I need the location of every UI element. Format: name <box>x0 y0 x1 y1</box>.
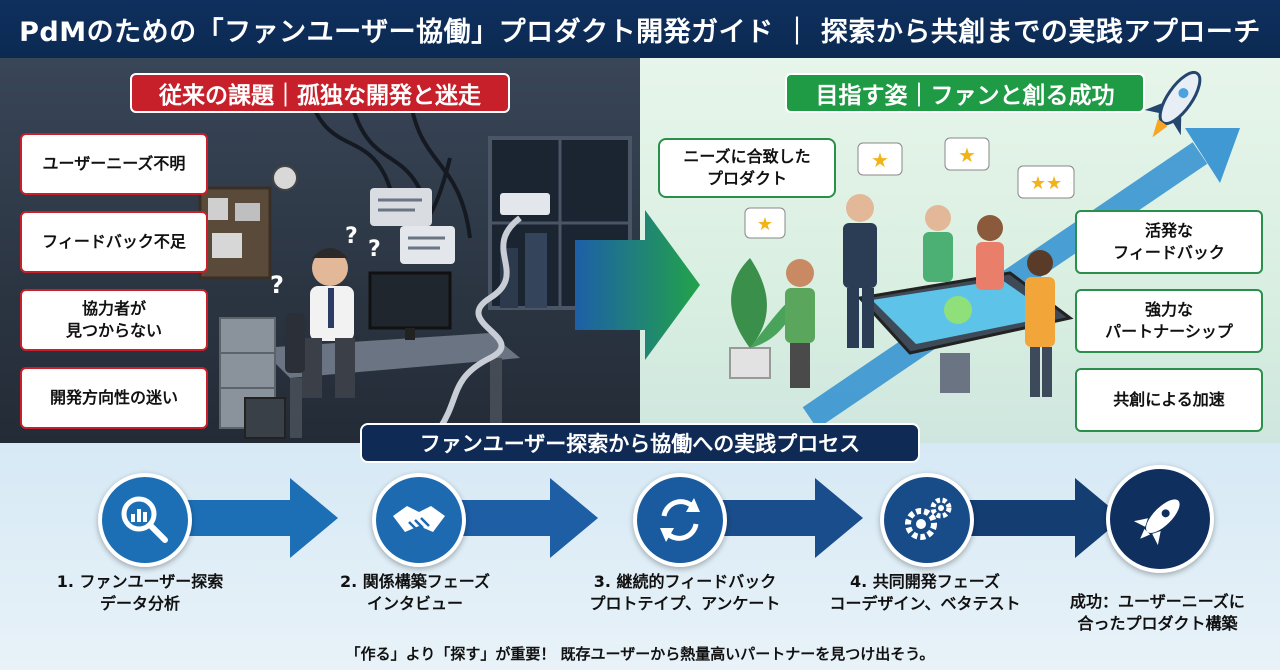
step-1-label: 1. ファンユーザー探索 データ分析 <box>30 571 250 614</box>
needs-matched-product-box: ニーズに合致した プロダクト <box>658 138 836 198</box>
issue-unknown-needs: ユーザーニーズ不明 <box>20 133 208 195</box>
step-title: 4. 共同開発フェーズ <box>850 572 1000 591</box>
goal-active-feedback: 活発な フィードバック <box>1075 210 1263 274</box>
transition-arrow <box>575 210 700 360</box>
gears-icon <box>905 497 952 540</box>
flow-arrow <box>180 478 338 558</box>
step-2-circle <box>372 473 466 567</box>
step-subtitle: プロトテイプ、アンケート <box>589 593 781 613</box>
issue-no-collaborators: 協力者が 見つからない <box>20 289 208 351</box>
header-bar: PdMのための「ファンユーザー協働」プロダクト開発ガイド ｜ 探索から共創までの… <box>0 0 1280 58</box>
step-4-label: 4. 共同開発フェーズ コーデザイン、ベタテスト <box>815 571 1035 614</box>
right-panel-title: 目指す姿｜ファンと創る成功 <box>785 73 1145 113</box>
step-1-circle <box>98 473 192 567</box>
svg-text:?: ? <box>368 237 381 262</box>
left-panel-title: 従来の課題｜孤独な開発と迷走 <box>130 73 510 113</box>
lonely-developer-illustration: ? ? ? <box>198 98 632 439</box>
step-subtitle: データ分析 <box>99 593 180 613</box>
goal-strong-partnership: 強力な パートナーシップ <box>1075 289 1263 353</box>
right-panel-goals: ★ ★ ★ ★★ 目指す姿｜ファンと創る成功 ニーズに合致した プロダクト 活発… <box>640 58 1280 443</box>
goal-line: パートナーシップ <box>1105 322 1233 341</box>
step-subtitle: 合ったプロダクト構築 <box>1077 613 1238 633</box>
magnifier-chart-icon <box>121 496 168 543</box>
step-3-circle <box>633 473 727 567</box>
process-section: ファンユーザー探索から協働への実践プロセス <box>0 423 1280 670</box>
flow-arrow <box>440 478 598 558</box>
handshake-icon <box>393 506 445 532</box>
rocket-icon <box>1133 499 1180 546</box>
goal-line: フィードバック <box>1113 243 1225 262</box>
footer-note: 「作る」より「探す」が重要！ 既存ユーザーから熱量高いパートナーを見つけ出そう。 <box>345 645 935 663</box>
issue-direction-confusion: 開発方向性の迷い <box>20 367 208 429</box>
needs-line: プロダクト <box>706 169 787 188</box>
svg-text:?: ? <box>345 224 358 249</box>
goal-line: 強力な <box>1144 300 1193 320</box>
fan-cocreation-illustration: ★ ★ ★ ★★ <box>729 70 1240 429</box>
step-title: 成功：ユーザーニーズに <box>1070 592 1245 611</box>
svg-text:?: ? <box>270 271 284 299</box>
step-2-label: 2. 関係構築フェーズ インタビュー <box>305 571 525 614</box>
step-title: 2. 関係構築フェーズ <box>340 572 490 591</box>
cycle-arrows-icon <box>660 498 700 542</box>
process-title: ファンユーザー探索から協働への実践プロセス <box>360 423 920 463</box>
issue-lack-feedback: フィードバック不足 <box>20 211 208 273</box>
step-title: 1. ファンユーザー探索 <box>56 572 224 591</box>
step-subtitle: インタビュー <box>366 593 463 613</box>
svg-text:★★: ★★ <box>1030 173 1062 194</box>
goal-cocreation-acceleration: 共創による加速 <box>1075 368 1263 432</box>
issue-line: 見つからない <box>65 321 162 340</box>
goal-line: 活発な <box>1144 221 1193 241</box>
svg-text:★: ★ <box>757 214 773 235</box>
step-4-circle <box>880 473 974 567</box>
issue-line: 協力者が <box>81 299 146 319</box>
step-3-label: 3. 継続的フィードバック プロトテイプ、アンケート <box>565 571 805 614</box>
svg-text:★: ★ <box>958 143 976 167</box>
step-5-label: 成功：ユーザーニーズに 合ったプロダクト構築 <box>1045 591 1270 634</box>
flow-arrow <box>705 478 863 558</box>
page-title: PdMのための「ファンユーザー協働」プロダクト開発ガイド ｜ 探索から共創までの… <box>19 16 1261 48</box>
step-subtitle: コーデザイン、ベタテスト <box>829 593 1021 613</box>
step-title: 3. 継続的フィードバック <box>593 572 777 591</box>
flow-arrow <box>965 478 1123 558</box>
svg-text:★: ★ <box>871 148 889 172</box>
step-5-circle <box>1106 465 1214 573</box>
left-panel-problems: ? ? ? 従来の課題｜孤独な開発と迷走 ユーザーニーズ不明 フィードバック不足… <box>0 58 640 443</box>
needs-line: ニーズに合致した <box>683 147 811 167</box>
